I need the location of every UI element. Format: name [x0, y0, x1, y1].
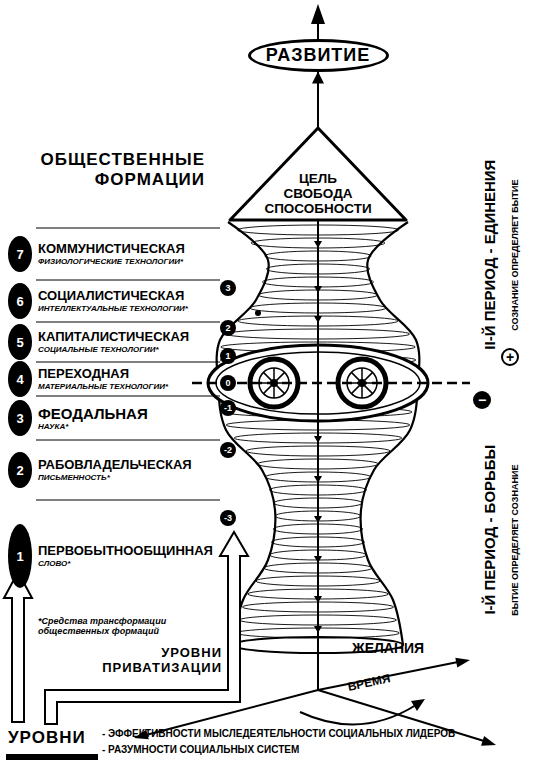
levels-heading: УРОВНИ [8, 728, 86, 748]
formation-row: 4 ПЕРЕХОДНАЯМАТЕРИАЛЬНЫЕ ТЕХНОЛОГИИ* [6, 362, 220, 396]
plus-circle: + [501, 348, 519, 366]
formation-number: 5 [8, 324, 32, 360]
formation-row: 2 РАБОВЛАДЕЛЬЧЕСКАЯПИСЬМЕННОСТЬ* [6, 440, 220, 500]
level-number: 0 [225, 379, 230, 388]
formation-means: НАУКА* [38, 422, 68, 432]
row-separators [36, 228, 220, 500]
spiral-direction-mark [314, 436, 322, 443]
formation-name: РАБОВЛАДЕЛЬЧЕСКАЯ [38, 458, 192, 473]
development-text: РАЗВИТИЕ [266, 45, 371, 66]
level-number: + [506, 350, 514, 364]
axis-label: ЖЕЛАНИЯ [352, 640, 424, 656]
period-principle: СОЗНАНИЕ ОПРЕДЕЛЯЕТ БЫТИЕ [511, 179, 521, 330]
time-arrowhead [411, 699, 425, 711]
levels-bar [6, 754, 98, 760]
formation-row: 1 ПЕРВОБЫТНООБЩИННАЯСЛОВО* [6, 500, 220, 612]
levels-note: - ЭФФЕКТИВНОСТИ МЫСЛЕДЕЯТЕЛЬНОСТИ СОЦИАЛ… [102, 728, 455, 740]
outer-level-arrow [4, 572, 32, 722]
formation-means: ФИЗИОЛОГИЧЕСКИЕ ТЕХНОЛОГИИ* [38, 257, 183, 267]
axis-arrowhead [481, 736, 496, 746]
formation-name: ФЕОДАЛЬНАЯ [38, 405, 148, 422]
axis-arrowhead [311, 4, 325, 24]
formation-name: ПЕРЕХОДНАЯ [38, 367, 129, 382]
formation-number: 6 [8, 283, 32, 319]
level-number: -2 [224, 446, 232, 455]
level-circle: 2 [220, 320, 236, 336]
formation-means: ПИСЬМЕННОСТЬ* [38, 473, 110, 483]
level-number: 2 [225, 324, 230, 333]
spiral-direction-mark [314, 286, 322, 293]
footnote: *Средства трансформации общественных фор… [38, 616, 188, 637]
level-circle: -2 [220, 442, 236, 458]
formation-number: 1 [8, 524, 32, 588]
formation-name: КОММУНИСТИЧЕСКАЯ [38, 242, 185, 257]
goal-triangle: ЦЕЛЬ СВОБОДА СПОСОБНОСТИ [228, 126, 408, 222]
spiral-direction-mark [314, 556, 322, 563]
axis-label: ВРЕМЯ [347, 672, 392, 694]
formation-name: СОЦИАЛИСТИЧЕСКАЯ [38, 289, 184, 304]
vertical-axis [317, 22, 319, 690]
level-number: -1 [224, 404, 232, 413]
level-circle: -3 [220, 510, 236, 526]
formation-number: 2 [8, 452, 32, 488]
formation-means: МАТЕРИАЛЬНЫЕ ТЕХНОЛОГИИ* [38, 382, 168, 392]
formation-row: 5 КАПИТАЛИСТИЧЕСКАЯСОЦИАЛЬНЫЕ ТЕХНОЛОГИИ* [6, 322, 220, 362]
formation-number: 3 [8, 400, 32, 436]
formation-row: 7 КОММУНИСТИЧЕСКАЯФИЗИОЛОГИЧЕСКИЕ ТЕХНОЛО… [6, 228, 220, 280]
goal-text: ЦЕЛЬ СВОБОДА СПОСОБНОСТИ [264, 171, 371, 216]
dot [255, 310, 261, 316]
spiral-direction-mark [314, 516, 322, 523]
spiral-direction-mark [314, 596, 322, 603]
axis-marks [314, 241, 322, 633]
period-principle: БЫТИЕ ОПРЕДЕЛЯЕТ СОЗНАНИЕ [511, 464, 521, 615]
spiral-direction-mark [314, 626, 322, 633]
formation-row: 6 СОЦИАЛИСТИЧЕСКАЯИНТЕЛЛЕКТУАЛЬНЫЕ ТЕХНОЛ… [6, 280, 220, 322]
level-circle: -1 [220, 400, 236, 416]
spiral-direction-mark [314, 476, 322, 483]
levels-note: - РАЗУМНОСТИ СОЦИАЛЬНЫХ СИСТЕМ [102, 744, 299, 756]
formation-name: ПЕРВОБЫТНООБЩИННАЯ [38, 544, 213, 559]
time-arrow [300, 705, 416, 724]
development-oval: РАЗВИТИЕ [248, 39, 389, 72]
connector-arrow [317, 72, 319, 127]
level-number: 1 [225, 352, 230, 361]
level-number: -3 [224, 514, 232, 523]
formation-name: КАПИТАЛИСТИЧЕСКАЯ [38, 330, 189, 345]
formation-row: 3 ФЕОДАЛЬНАЯНАУКА* [6, 396, 220, 440]
level-number: − [478, 393, 486, 407]
level-circle: 3 [220, 280, 236, 296]
level-circle: 1 [220, 348, 236, 364]
period-title: II-Й ПЕРИОД - ЕДИНЕНИЯ [481, 160, 498, 350]
vase-outline [361, 222, 420, 645]
level-circle: 0 [220, 375, 236, 391]
spiral-direction-mark [314, 316, 322, 323]
minus-circle: − [473, 391, 491, 409]
axis-arrowhead [455, 658, 470, 668]
formation-number: 4 [8, 361, 32, 397]
vase-outline [217, 222, 276, 645]
spiral-direction-mark [314, 241, 322, 248]
formation-number: 7 [8, 236, 32, 272]
formation-means: СЛОВО* [38, 559, 70, 569]
period-title: I-Й ПЕРИОД - БОРЬБЫ [481, 445, 498, 615]
formation-means: СОЦИАЛЬНЫЕ ТЕХНОЛОГИИ* [38, 345, 159, 355]
formation-means: ИНТЕЛЛЕКТУАЛЬНЫЕ ТЕХНОЛОГИИ* [38, 304, 188, 314]
formations-heading: ОБЩЕСТВЕННЫЕ ФОРМАЦИИ [41, 150, 206, 189]
privatization-levels: УРОВНИ ПРИВАТИЗАЦИИ [102, 646, 222, 676]
level-number: 3 [225, 284, 230, 293]
